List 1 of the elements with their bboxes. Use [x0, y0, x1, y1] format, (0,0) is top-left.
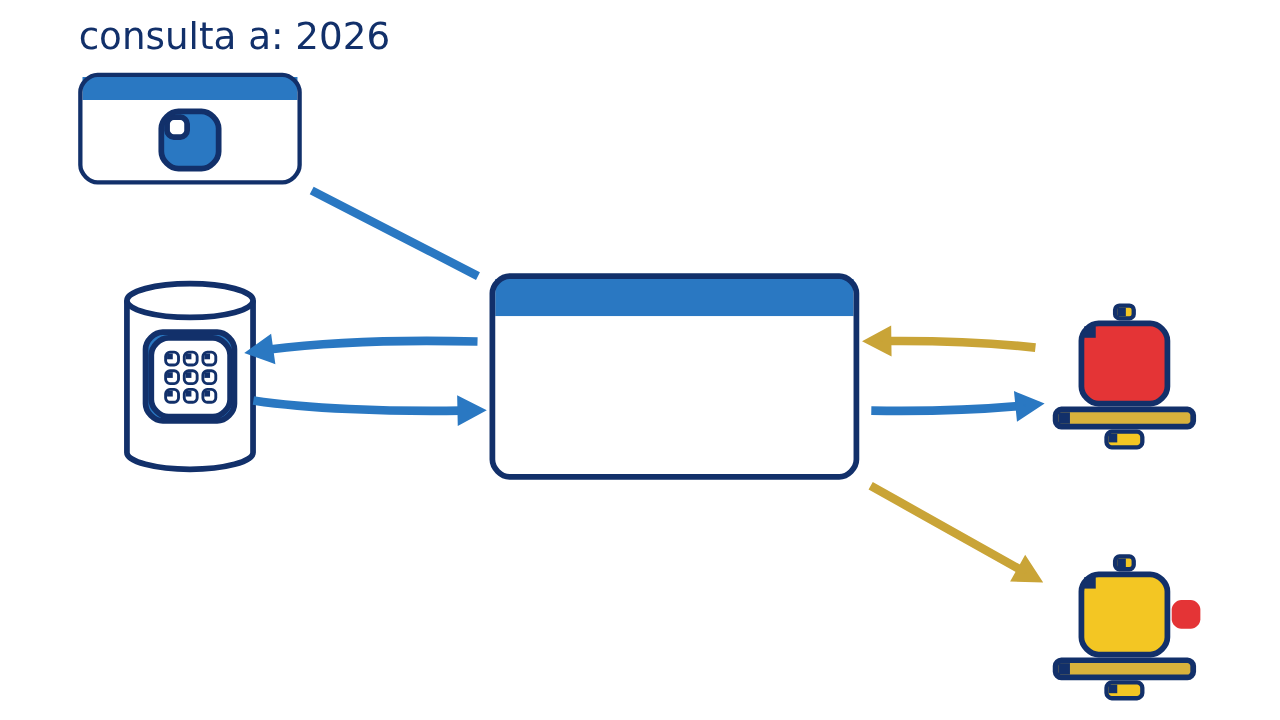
diagram-title: consulta a: 2026	[78, 14, 391, 59]
